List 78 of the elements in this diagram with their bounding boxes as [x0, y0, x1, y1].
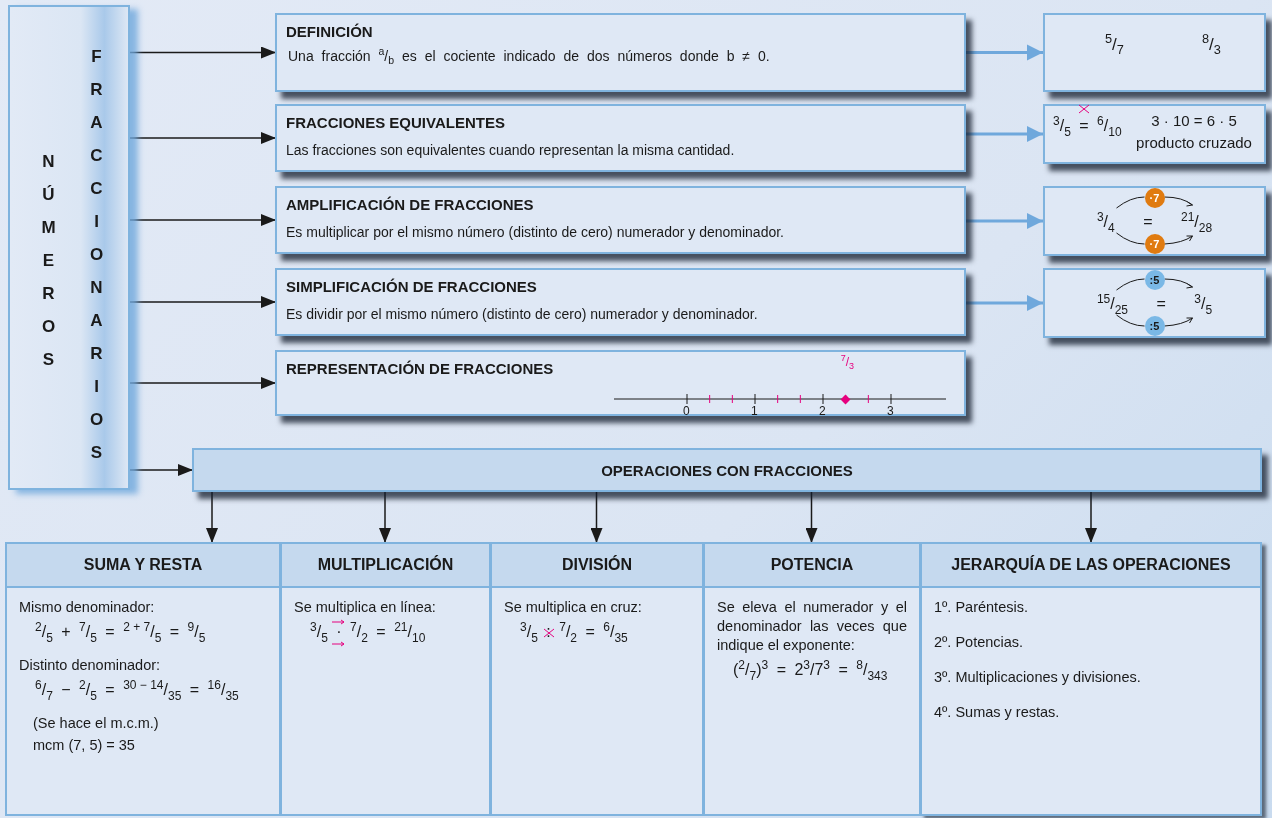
- description-text: Es dividir por el mismo número (distinto de cero) numerador y denominador.: [286, 306, 758, 322]
- table-header: MULTIPLICACIÓN: [282, 544, 489, 588]
- description-text: 3º. Multiplicaciones y divisiones.: [934, 667, 1142, 687]
- fraction: $^{8}$/$_{3}$: [1201, 31, 1222, 58]
- arrow: [805, 491, 818, 543]
- math-formula: $^{6}$/$_{7}$ − $^{2}$/$_{5}$ = $^{30 − 14}$/$_{35}$ = $^{16}$/$_{35}$: [34, 677, 240, 704]
- table-column: [920, 542, 1262, 816]
- math-formula: ($^{2}$/$_{7}$)$^{3}$ = 2$^{3}$/7$^{3}$ = $^{8}$/$_{343}$: [732, 657, 889, 684]
- arrow: [129, 132, 276, 144]
- description-text: (Se hace el m.c.m.): [33, 713, 160, 733]
- multiplier-circle: ·7: [1144, 234, 1165, 254]
- hollow-arrow: [966, 44, 1043, 61]
- arrow: [1085, 491, 1097, 543]
- arrow: [129, 46, 276, 59]
- math-formula: $^{3}$/$_{5}$ = $^{6}$/$_{10}$: [1051, 114, 1124, 139]
- description-text: Se multiplica en cruz:: [504, 598, 643, 617]
- tick-label: 1: [751, 404, 758, 418]
- multiplier-circle: :5: [1144, 270, 1165, 290]
- tick-label: 0: [683, 404, 690, 418]
- description-text: Las fracciones son equivalentes cuando representan la misma cantidad.: [286, 142, 735, 158]
- table-header: SUMA Y RESTA: [7, 544, 279, 588]
- heading: DEFINICIÓN: [286, 23, 373, 40]
- table-column: [703, 542, 920, 816]
- example-box: [1043, 13, 1266, 92]
- description-text: Una fracción $^{a}$/$_{b}$ es el cociente indicado de dos números donde b ≠ 0.: [287, 45, 771, 67]
- arrow: [129, 377, 276, 389]
- description-text: mcm (7, 5) = 35: [33, 735, 136, 755]
- arrow: [129, 214, 276, 226]
- math-formula: $^{3}$/$_{5}$ · $^{7}$/$_{2}$ = $^{21}$/$_{10}$: [308, 619, 477, 646]
- arrow: [129, 464, 193, 476]
- hollow-arrow: [966, 126, 1043, 142]
- multiplier-circle: ·7: [1144, 188, 1165, 208]
- table-header: POTENCIA: [705, 544, 919, 588]
- description-text: Distinto denominador:: [19, 655, 162, 675]
- table-column: [280, 542, 490, 816]
- description-text: Se multiplica en línea:: [294, 598, 437, 617]
- description-text: 2º. Potencias.: [934, 632, 1025, 652]
- arrow: [129, 296, 276, 308]
- example-box: [1043, 104, 1266, 164]
- table-column: [5, 542, 280, 816]
- vertical-heading: NÚMEROS: [38, 152, 58, 383]
- heading: FRACCIONES EQUIVALENTES: [286, 114, 505, 131]
- description-text: Es multiplicar por el mismo número (distinto de cero) numerador y denominador.: [286, 224, 784, 240]
- heading: OPERACIONES CON FRACCIONES: [601, 461, 853, 479]
- hollow-arrow: [966, 295, 1043, 311]
- point-label: $^{7}$/$_{3}$: [839, 353, 856, 372]
- multiplier-circle: :5: [1144, 316, 1165, 336]
- heading: AMPLIFICACIÓN DE FRACCIONES: [286, 196, 534, 213]
- equation-text: producto cruzado: [1135, 134, 1253, 151]
- heading: SIMPLIFICACIÓN DE FRACCIONES: [286, 278, 537, 295]
- heading: REPRESENTACIÓN DE FRACCIONES: [286, 360, 554, 377]
- arrow: [590, 491, 603, 543]
- description-text: Se eleva el numerador y el denominador las veces que indique el exponente:: [717, 598, 907, 655]
- equation-text: 3 · 10 = 6 · 5: [1150, 112, 1238, 129]
- description-text: 4º. Sumas y restas.: [934, 702, 1061, 722]
- table-column: [490, 542, 703, 816]
- tick-label: 3: [887, 404, 894, 418]
- table-header: JERARQUÍA DE LAS OPERACIONES: [922, 544, 1260, 588]
- description-text: 1º. Paréntesis.: [934, 598, 1029, 617]
- arrow: [206, 491, 218, 543]
- description-text: Mismo denominador:: [19, 598, 156, 617]
- concept-box: [275, 350, 966, 416]
- section-bar: [192, 448, 1262, 492]
- concept-box: [275, 13, 966, 92]
- arrow: [379, 491, 391, 543]
- concept-box: [275, 186, 966, 254]
- concept-box: [275, 104, 966, 172]
- math-formula: $^{3}$/$_{5}$ : $^{7}$/$_{2}$ = $^{6}$/$_{35}$: [519, 619, 629, 646]
- hollow-arrow: [966, 213, 1043, 229]
- fraction: $^{5}$/$_{7}$: [1104, 31, 1125, 58]
- tick-label: 2: [819, 404, 826, 418]
- math-formula: $^{15}$/$_{25}$ = $^{3}$/$_{5}$: [1095, 292, 1214, 317]
- concept-box: [275, 268, 966, 336]
- table-header: DIVISIÓN: [492, 544, 702, 588]
- vertical-heading: FRACCIONARIOS: [86, 47, 106, 476]
- math-formula: $^{2}$/$_{5}$ + $^{7}$/$_{5}$ = $^{2 + 7}$/$_{5}$ = $^{9}$/$_{5}$: [34, 619, 207, 646]
- math-formula: $^{3}$/$_{4}$ = $^{21}$/$_{28}$: [1095, 210, 1214, 235]
- topic-box: [8, 5, 130, 490]
